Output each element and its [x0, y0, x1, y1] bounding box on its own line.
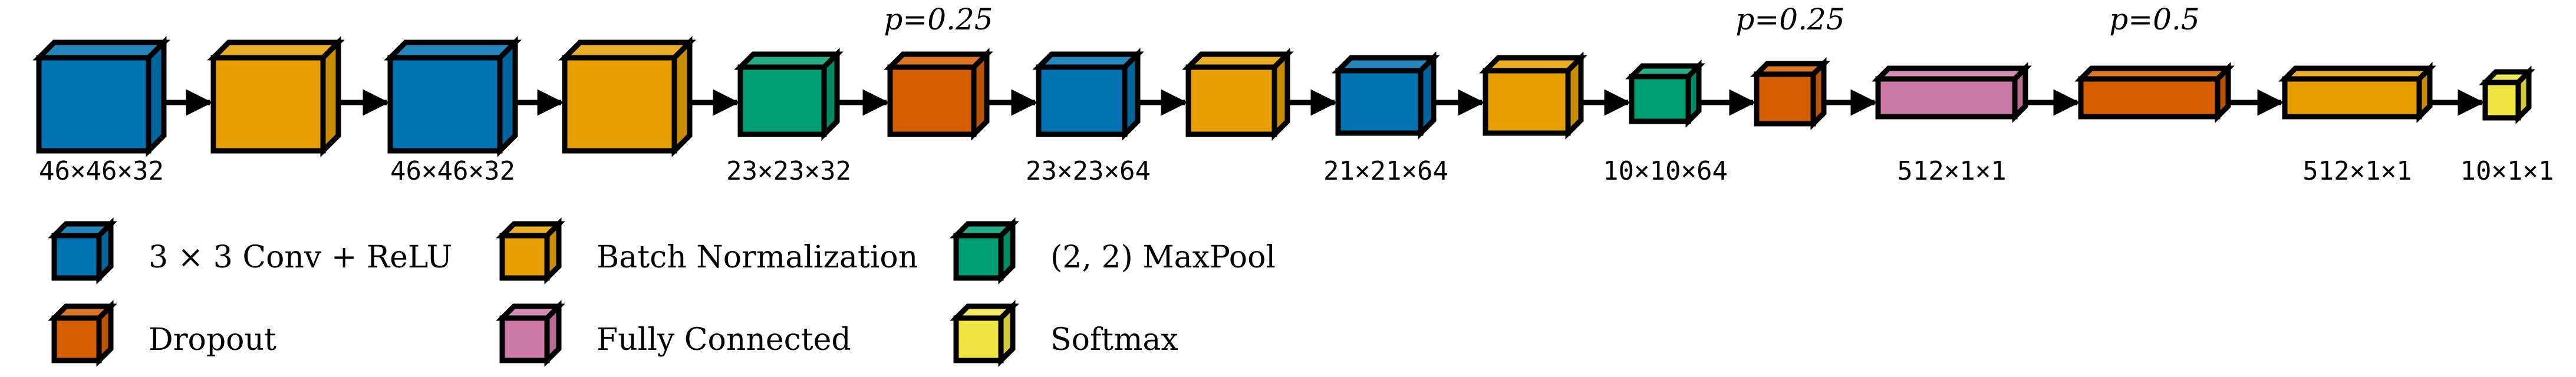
layer-2-batchnorm-block	[207, 36, 345, 157]
legend-maxpool-swatch	[950, 217, 1019, 285]
layer-12-dropout-rate-label: p=0.25	[1735, 2, 1844, 37]
legend-item-softmax: Softmax	[950, 300, 1178, 367]
layer-4-batchnorm-block	[558, 36, 696, 157]
layer-12-dropout-block	[1750, 57, 1830, 130]
legend-fc-swatch	[496, 300, 565, 367]
layer-5-dimension-label: 23×23×32	[726, 156, 851, 186]
legend-maxpool-label: (2, 2) MaxPool	[1050, 240, 1276, 275]
legend-item-conv: 3 × 3 Conv + ReLU	[48, 217, 452, 285]
legend-item-maxpool: (2, 2) MaxPool	[950, 217, 1276, 285]
legend-conv-swatch	[48, 217, 117, 285]
legend-item-batchnorm: Batch Normalization	[496, 217, 918, 285]
layer-6-dropout-block	[884, 48, 993, 141]
layer-13-fc-block	[1872, 62, 2032, 123]
layer-16-dimension-label: 10×1×1	[2460, 156, 2554, 186]
legend-conv-label: 3 × 3 Conv + ReLU	[149, 240, 452, 275]
layer-11-maxpool-block	[1625, 59, 1705, 128]
legend-dropout-label: Dropout	[149, 322, 276, 358]
legend-batchnorm-label: Batch Normalization	[597, 240, 918, 275]
legend: 3 × 3 Conv + ReLU Batch Normalization (2, …	[48, 217, 1276, 367]
layer-5-maxpool-block	[734, 48, 844, 141]
layer-blocks	[32, 36, 2535, 157]
layer-16-softmax-block	[2479, 65, 2535, 124]
legend-softmax-swatch	[950, 300, 1019, 367]
layer-3-conv-block	[384, 36, 522, 157]
layer-15-dimension-label: 512×1×1	[2302, 156, 2412, 186]
layer-labels: 46×46×32 46×46×32 23×23×32 p=0.25 23×23×64 21…	[39, 2, 2554, 186]
legend-softmax-label: Softmax	[1050, 322, 1178, 358]
legend-dropout-swatch	[48, 300, 117, 367]
layer-3-dimension-label: 46×46×32	[390, 156, 515, 186]
legend-batchnorm-swatch	[496, 217, 565, 285]
layer-8-batchnorm-block	[1182, 48, 1294, 141]
layer-14-dropout-block	[2074, 62, 2235, 123]
legend-item-fc: Fully Connected	[496, 300, 851, 367]
layer-7-conv-block	[1032, 48, 1144, 141]
layer-10-batchnorm-block	[1479, 51, 1587, 140]
layer-7-dimension-label: 23×23×64	[1026, 156, 1151, 186]
layer-9-dimension-label: 21×21×64	[1323, 156, 1448, 186]
legend-item-dropout: Dropout	[48, 300, 276, 367]
layer-6-dropout-rate-label: p=0.25	[884, 2, 993, 37]
layer-14-dropout-rate-label: p=0.5	[2109, 2, 2199, 37]
layer-13-dimension-label: 512×1×1	[1897, 156, 2006, 186]
layer-1-dimension-label: 46×46×32	[39, 156, 164, 186]
layer-1-conv-block	[32, 36, 170, 157]
legend-fc-label: Fully Connected	[597, 322, 851, 358]
layer-15-batchnorm-block	[2278, 62, 2436, 123]
layer-11-dimension-label: 10×10×64	[1603, 156, 1728, 186]
layer-9-conv-block	[1332, 51, 1440, 140]
